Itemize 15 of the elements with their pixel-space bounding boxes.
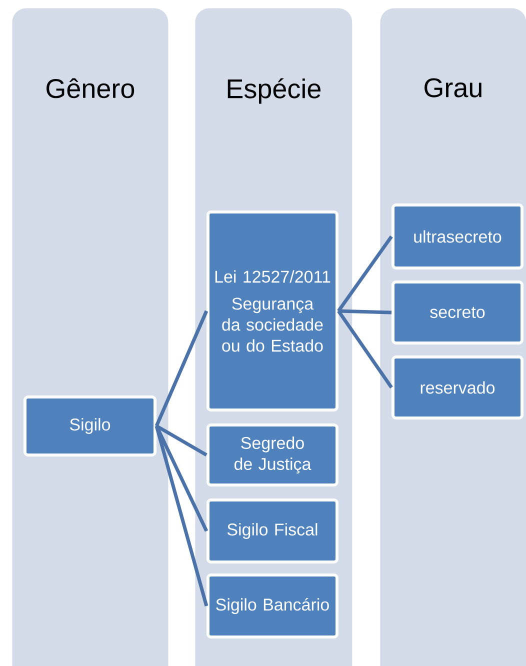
connector-line <box>154 426 208 606</box>
text-box: Sigilo <box>24 396 156 456</box>
connector-line <box>338 309 392 314</box>
connector-line <box>337 235 393 312</box>
text-box: Lei 12527/2011 Segurança da sociedade ou do Estado <box>206 210 338 412</box>
text-box: secreto <box>392 280 524 344</box>
text-box: ultrasecreto <box>392 204 524 270</box>
connector-line <box>337 310 393 388</box>
text-box: reservado <box>392 356 524 420</box>
connector-line <box>156 424 208 457</box>
connector-line <box>154 425 208 532</box>
text-box: Sigilo Bancário <box>206 574 338 638</box>
text-box: Segredo de Justiça <box>206 424 338 486</box>
connector-line <box>154 310 208 427</box>
text-box: Sigilo Fiscal <box>206 498 338 564</box>
